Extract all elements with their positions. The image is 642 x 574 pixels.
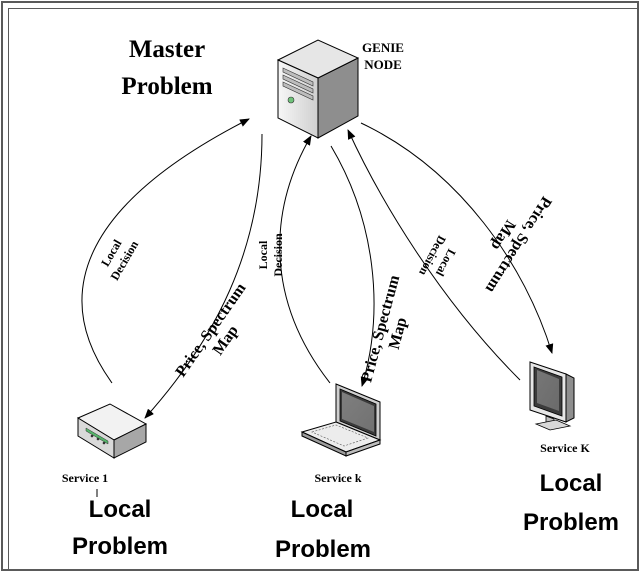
genie-label-line2: NODE [364,57,402,72]
serviceK-label: Service K [540,441,590,455]
router-icon [76,403,148,459]
master-title-line2: Problem [121,73,212,100]
monitor-icon [529,361,575,431]
label-local-decision-k: Local Decision [256,233,285,277]
edge-genie-to-servicek [330,145,375,387]
label-local-decision-K: Local Decision [416,233,459,279]
servicek-problem-line2: Problem [275,536,371,563]
servicek-problem-line1: Local [291,496,354,523]
edge-genie-to-service1 [144,133,263,419]
svg-text:Local: Local [256,240,270,269]
edge-servicek-to-genie [279,135,331,384]
genie-label-line1: GENIE [362,40,404,55]
laptop-icon [300,383,382,457]
master-title-line1: Master [129,36,205,63]
servicek-label: Service k [315,471,362,485]
diagram-inner-frame [8,8,638,570]
label-price-map-1: Price, Spectrum Map [172,280,250,381]
svg-text:Decision: Decision [271,233,285,277]
server-icon [276,39,360,139]
label-local-decision-1: Local Decision [98,237,141,283]
master-problem-title: Master Problem [121,36,212,100]
edge-serviceK-to-genie [347,129,521,381]
edge-service1-to-genie [81,118,250,384]
genie-node-label: GENIE NODE [362,40,404,72]
service1-label: Service 1 [62,471,108,485]
serviceK-problem-line2: Problem [523,509,619,536]
edge-genie-to-serviceK [360,122,554,354]
label-price-map-k: Price, Spectrum Map [358,273,410,384]
serviceK-problem-line1: Local [540,470,603,497]
label-price-map-K: Price, Spectrum Map [481,193,554,296]
service1-problem-line2: Problem [72,533,168,560]
service1-problem-line1: Local [89,496,152,523]
